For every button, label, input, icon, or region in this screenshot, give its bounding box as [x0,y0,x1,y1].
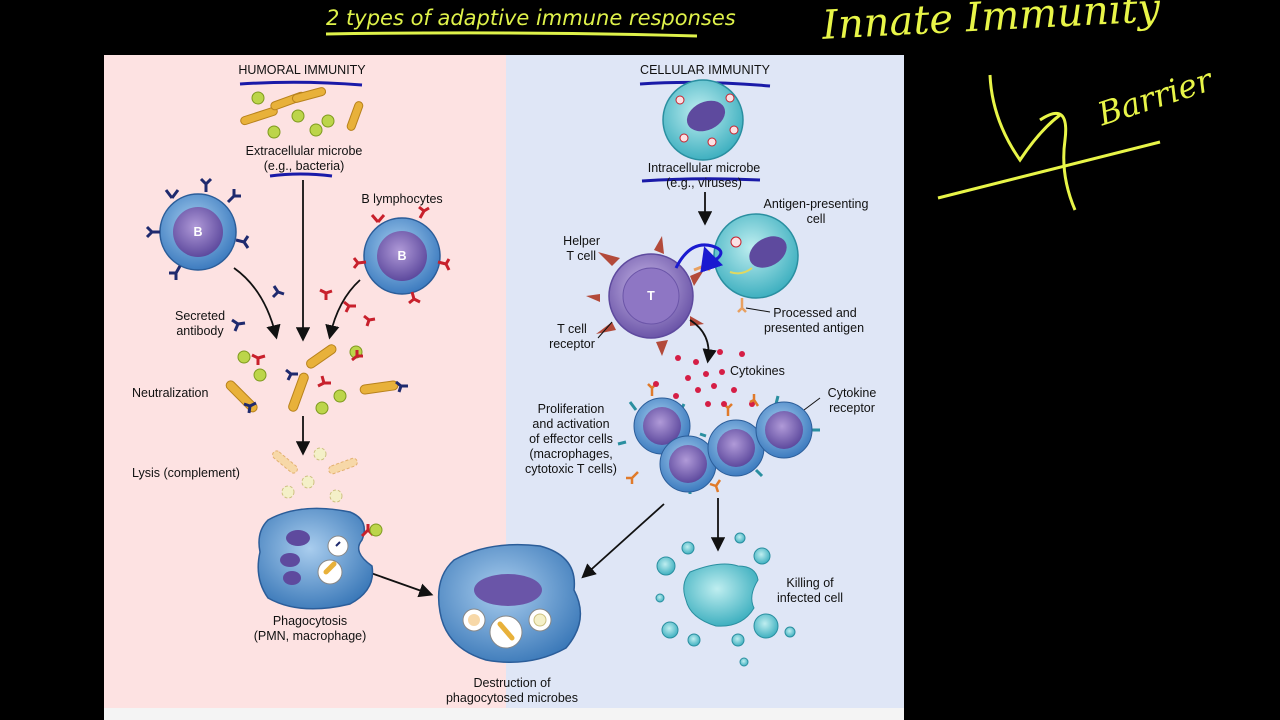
apc-label: Antigen-presenting [763,197,869,211]
proliferation-label: Proliferation [537,402,605,416]
bacteria-underline [269,172,333,178]
extracellular-microbe-label: Extracellular microbe [245,144,363,158]
b-lymphocyte-right [352,205,451,305]
bottom-strip [104,708,904,720]
humoral-heading: HUMORAL IMMUNITY [238,63,366,77]
b-lymphocytes-label: B lymphocytes [361,192,443,206]
secreted-antibody-label: Secreted [174,309,226,323]
bacteria-example-label: (e.g., bacteria) [263,159,345,173]
humoral-underline [239,80,363,87]
intracellular-microbe-cell [662,79,744,161]
neutralization-label: Neutralization [132,386,209,400]
pointer-lines [597,307,821,411]
proliferation-label-3: of effector cells [529,432,613,446]
proliferation-label-4: (macrophages, [529,447,613,461]
neutralization-cluster [225,344,408,415]
phagocytosis-cells-label: (PMN, macrophage) [253,629,367,643]
page-title: 2 types of adaptive immune responses [326,6,736,30]
helper-t-cell-label-2: T cell [566,249,596,263]
t-cell-receptor-label: T cell [557,322,587,336]
killed-infected-cell [655,532,796,667]
processed-antigen-label: Processed and [773,306,857,320]
apc-small-arrow [729,267,753,275]
effector-cells [617,381,820,494]
viruses-underline [641,177,761,183]
title-underline [325,31,698,38]
cellular-heading: CELLULAR IMMUNITY [640,63,770,77]
apc-label-2: cell [806,212,826,226]
viruses-example-label: (e.g., viruses) [666,176,742,190]
lysis-label: Lysis (complement) [132,466,240,480]
killing-label-2: infected cell [776,591,843,605]
killing-label: Killing of [786,576,834,590]
extracellular-bacteria [240,87,364,139]
effector-arrows [581,498,726,579]
annotation-arrow [674,243,724,273]
processed-antigen-label-2: presented antigen [763,321,865,335]
phagocyte-cell [257,507,383,610]
phagocytosis-label: Phagocytosis [272,614,348,628]
destruction-label-2: phagocytosed microbes [445,691,579,705]
t-cell-letter: T [647,289,655,303]
b-lymphocyte-left [145,177,250,280]
humoral-arrows [233,180,434,598]
lysed-bacteria [272,447,358,503]
helper-t-cell-label: Helper [563,234,600,248]
intracellular-microbe-label: Intracellular microbe [647,161,761,175]
b-cell-letter-right: B [397,249,407,263]
proliferation-label-2: and activation [532,417,610,431]
t-cell-receptor-label-2: receptor [549,337,595,351]
proliferation-label-5: cytotoxic T cells) [525,462,617,476]
destruction-label: Destruction of [473,676,551,690]
handwriting-annotation [937,74,1161,211]
arrow-to-cytokines [689,319,717,364]
secreted-antibody-label-2: antibody [176,324,224,338]
cytokine-receptor-label-2: receptor [829,401,875,415]
cytokines-label: Cytokines [730,364,785,378]
secreted-antibodies [231,285,376,332]
destruction-macrophage [437,543,582,664]
cytokine-receptor-label: Cytokine [827,386,877,400]
b-cell-letter-left: B [193,225,203,239]
antigen-presenting-cell [713,213,799,313]
